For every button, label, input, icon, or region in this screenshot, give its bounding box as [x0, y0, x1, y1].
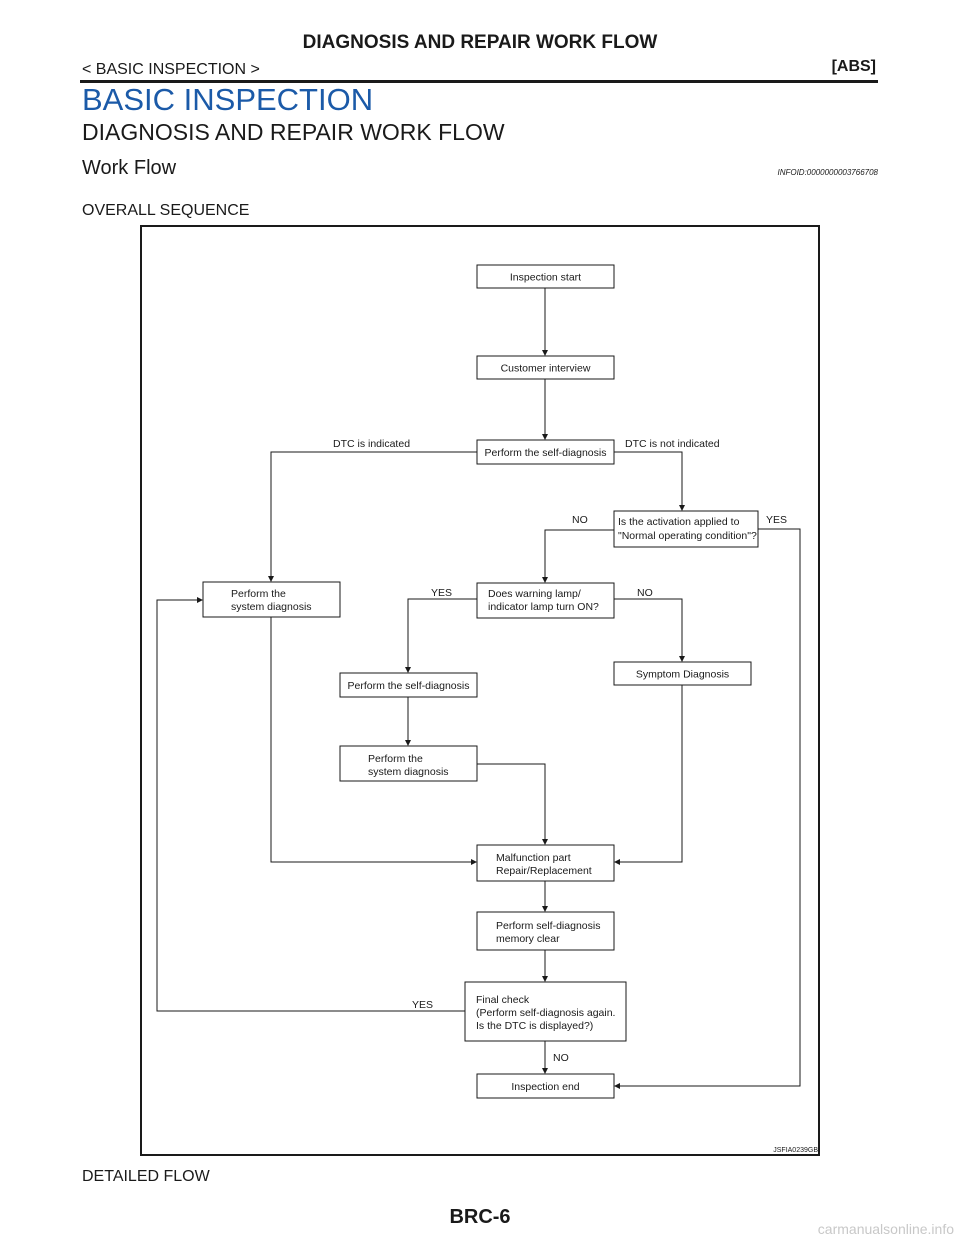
arrowhead: [405, 667, 411, 673]
flowchart-frame: [140, 225, 820, 1156]
connector-final-yes: [156, 599, 465, 1012]
label-activation-no: NO: [572, 514, 588, 526]
box-text: Customer interview: [501, 363, 591, 375]
arrowhead: [679, 656, 685, 662]
connector-sysdiag1-to-repair: [270, 617, 471, 863]
box-text: Perform the: [368, 753, 423, 765]
arrowhead: [614, 1083, 620, 1089]
connector-activation-no: [544, 529, 614, 577]
info-id: INFOID:0000000003766708: [777, 168, 878, 177]
box-text: Malfunction part: [496, 852, 571, 864]
box-warning-lamp-question: Does warning lamp/ indicator lamp turn O…: [476, 582, 615, 619]
connector-sysdiag2-to-repair: [477, 763, 546, 839]
box-perform-self-diagnosis-2: Perform the self-diagnosis: [339, 672, 478, 698]
arrowhead: [542, 906, 548, 912]
header-breadcrumb: < BASIC INSPECTION >: [82, 61, 260, 78]
flowchart-connectors: [156, 288, 801, 1089]
label-dtc-indicated: DTC is indicated: [333, 438, 410, 450]
watermark: carmanualsonline.info: [817, 1221, 954, 1237]
box-inspection-start: Inspection start: [476, 264, 615, 289]
arrowhead: [268, 576, 274, 582]
box-text: Repair/Replacement: [496, 865, 592, 877]
box-inspection-end: Inspection end: [476, 1073, 615, 1099]
work-flow-title: Work Flow: [82, 157, 177, 179]
section-title: BASIC INSPECTION: [82, 82, 374, 117]
box-symptom-diagnosis: Symptom Diagnosis: [613, 661, 752, 686]
arrowhead: [405, 740, 411, 746]
arrowhead: [542, 350, 548, 356]
overall-sequence-label: OVERALL SEQUENCE: [82, 202, 250, 219]
box-activation-question: Is the activation applied to "Normal ope…: [613, 510, 759, 548]
box-text: system diagnosis: [368, 766, 449, 778]
arrowhead: [542, 577, 548, 583]
box-text: Inspection start: [510, 272, 581, 284]
header-system-tag: [ABS]: [831, 58, 876, 75]
box-text: "Normal operating condition"?: [618, 530, 757, 542]
label-activation-yes: YES: [766, 514, 787, 526]
arrowhead: [542, 976, 548, 982]
label-final-yes: YES: [412, 999, 433, 1011]
arrowhead: [197, 597, 203, 603]
connector-activation-yes: [620, 528, 801, 1087]
arrowhead: [542, 839, 548, 845]
label-final-no: NO: [553, 1052, 569, 1064]
label-dtc-not-indicated: DTC is not indicated: [625, 438, 720, 450]
box-text: Inspection end: [511, 1081, 579, 1093]
box-text: Perform the self-diagnosis: [485, 447, 607, 459]
box-text: Is the DTC is displayed?): [476, 1020, 593, 1032]
box-text: Is the activation applied to: [618, 516, 740, 528]
box-text: Final check: [476, 994, 530, 1006]
box-text: (Perform self-diagnosis again.: [476, 1007, 615, 1019]
box-text: Perform the: [231, 588, 286, 600]
figure-code: JSFIA0239GB: [773, 1147, 818, 1154]
connector-dtc-not-indicated: [614, 451, 683, 505]
box-malfunction-repair: Malfunction part Repair/Replacement: [476, 844, 615, 882]
box-text: indicator lamp turn ON?: [488, 601, 599, 613]
box-memory-clear: Perform self-diagnosis memory clear: [476, 911, 615, 951]
box-text: memory clear: [496, 933, 560, 945]
box-final-check: Final check (Perform self-diagnosis agai…: [464, 981, 627, 1042]
arrowhead: [542, 1068, 548, 1074]
box-text: Symptom Diagnosis: [636, 669, 729, 681]
label-lamp-yes: YES: [431, 587, 452, 599]
box-system-diagnosis-1: Perform the system diagnosis: [202, 581, 341, 618]
page-number: BRC-6: [449, 1206, 511, 1228]
box-text: system diagnosis: [231, 601, 312, 613]
connector-lamp-no: [614, 598, 683, 656]
detailed-flow-label: DETAILED FLOW: [82, 1168, 210, 1185]
header-divider: [80, 80, 878, 83]
box-system-diagnosis-2: Perform the system diagnosis: [339, 745, 478, 782]
page-header-title: DIAGNOSIS AND REPAIR WORK FLOW: [302, 32, 658, 53]
box-text: Does warning lamp/: [488, 588, 581, 600]
box-text: Perform the self-diagnosis: [348, 680, 470, 692]
arrowhead: [542, 434, 548, 440]
box-customer-interview: Customer interview: [476, 355, 615, 380]
arrowhead: [471, 859, 477, 865]
box-text: Perform self-diagnosis: [496, 920, 600, 932]
connector-symptom-to-repair: [620, 685, 683, 863]
connector-lamp-yes: [407, 598, 477, 667]
connector-dtc-indicated: [270, 451, 477, 576]
subsection-title: DIAGNOSIS AND REPAIR WORK FLOW: [82, 119, 505, 145]
arrowhead: [614, 859, 620, 865]
box-perform-self-diagnosis-1: Perform the self-diagnosis: [476, 439, 615, 465]
label-lamp-no: NO: [637, 587, 653, 599]
arrowhead: [679, 505, 685, 511]
